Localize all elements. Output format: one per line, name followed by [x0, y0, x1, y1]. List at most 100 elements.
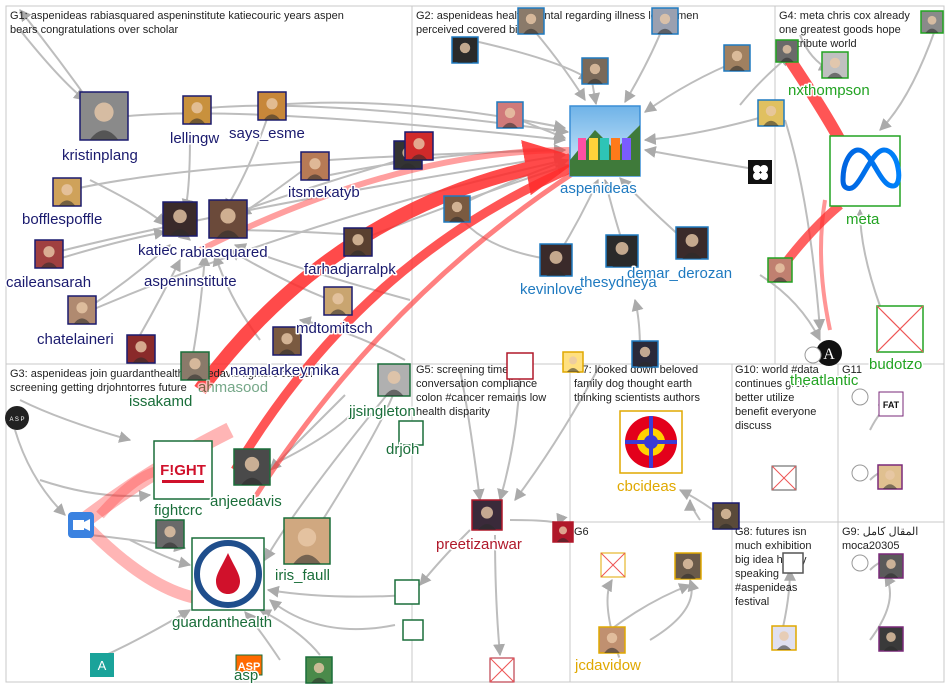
avatar-icon[interactable]	[451, 36, 479, 64]
avatar-icon[interactable]	[920, 10, 944, 34]
avatar-icon[interactable]	[162, 201, 198, 237]
avatar-icon[interactable]	[34, 239, 64, 269]
avatar-icon[interactable]	[233, 448, 271, 486]
node-label-lellingw[interactable]: lellingw	[169, 129, 221, 149]
avatar-icon[interactable]	[272, 326, 302, 356]
avatar-icon[interactable]	[257, 91, 287, 121]
avatar-icon[interactable]	[126, 334, 156, 364]
avatar-icon[interactable]	[394, 579, 420, 605]
node-label-asp[interactable]: asp	[233, 666, 260, 686]
avatar-icon[interactable]	[343, 227, 373, 257]
avatar-icon[interactable]	[723, 44, 751, 72]
avatar-icon[interactable]	[67, 295, 97, 325]
bubble-icon[interactable]	[851, 554, 869, 572]
a-tile-icon[interactable]: A	[90, 653, 114, 677]
avatar-icon[interactable]	[581, 57, 609, 85]
avatar-icon[interactable]	[517, 7, 545, 35]
node-label-farhadjarralpk[interactable]: farhadjarralpk	[303, 260, 398, 280]
broken-image-icon[interactable]	[771, 465, 797, 491]
node-label-namalarkeymika[interactable]: namalarkeymika	[229, 361, 342, 381]
node-label-kristinplang[interactable]: kristinplang	[61, 146, 140, 166]
drop-logo-icon[interactable]	[191, 537, 265, 611]
avatar-icon[interactable]	[562, 351, 584, 373]
node-label-thesydneya[interactable]: thesydneya	[579, 273, 659, 293]
avatar-icon[interactable]	[496, 101, 524, 129]
node-label-aspenideas[interactable]: aspenideas	[559, 179, 639, 199]
node-label-jcdavidow[interactable]: jcdavidow	[573, 656, 643, 676]
node-label-chatelaineri[interactable]: chatelaineri	[36, 330, 116, 350]
avatar-icon[interactable]	[180, 351, 210, 381]
node-label-jjsingleton[interactable]: jjsingleton	[347, 402, 418, 422]
broken-image-icon[interactable]	[600, 552, 626, 578]
asp-logo-icon[interactable]: ASP	[235, 654, 263, 676]
bubble-icon[interactable]	[851, 388, 869, 406]
avatar-icon[interactable]	[506, 352, 534, 380]
node-label-meta[interactable]: meta	[845, 210, 882, 230]
node-label-anjeedavis[interactable]: anjeedavis	[209, 492, 284, 512]
avatar-icon[interactable]	[771, 625, 797, 651]
fight-logo-icon[interactable]: F!GHT	[153, 440, 213, 500]
node-label-demar-derozan[interactable]: demar_derozan	[626, 264, 734, 284]
node-label-nxthompson[interactable]: nxthompson	[787, 81, 872, 101]
broken-image-icon[interactable]	[876, 305, 924, 353]
avatar-icon[interactable]	[651, 7, 679, 35]
avatar-icon[interactable]	[402, 619, 424, 641]
meta-logo-icon[interactable]	[829, 135, 902, 207]
avatar-icon[interactable]	[821, 51, 849, 79]
fat-logo-icon[interactable]: FAT	[878, 391, 904, 417]
avatar-icon[interactable]	[443, 195, 471, 223]
avatar-icon[interactable]	[377, 363, 411, 397]
avatar-icon[interactable]	[398, 420, 424, 446]
avatar-icon[interactable]	[52, 177, 82, 207]
flower-icon[interactable]	[748, 160, 772, 184]
node-label-ahmasood[interactable]: ahmasood	[197, 378, 270, 398]
aspen-logo-icon[interactable]: A S P	[5, 406, 29, 430]
avatar-icon[interactable]	[539, 243, 573, 277]
avatar-icon[interactable]	[300, 151, 330, 181]
avatar-icon[interactable]	[674, 552, 702, 580]
node-label-issakamd[interactable]: issakamd	[128, 392, 194, 412]
node-label-kevinlove[interactable]: kevinlove	[519, 280, 585, 300]
node-label-says-esme[interactable]: says_esme	[228, 124, 307, 144]
avatar-icon[interactable]	[757, 99, 785, 127]
node-label-theatlantic[interactable]: theatlantic	[789, 371, 861, 391]
node-label-guardanthealth[interactable]: guardanthealth	[171, 613, 274, 633]
avatar-icon[interactable]	[552, 521, 574, 543]
avatar-icon[interactable]	[305, 656, 333, 684]
node-label-drjoh[interactable]: drjoh	[385, 440, 421, 460]
avatar-icon[interactable]	[767, 257, 793, 283]
node-label-katiecouric[interactable]: katiec	[137, 241, 180, 261]
video-camera-icon[interactable]	[68, 512, 94, 538]
atlantic-logo-icon[interactable]: A	[816, 340, 842, 366]
avatar-icon[interactable]	[323, 286, 353, 316]
avatar-icon[interactable]	[598, 626, 626, 654]
avatar-icon[interactable]	[208, 199, 248, 239]
avatar-icon[interactable]	[782, 552, 804, 574]
node-label-rabiasquared[interactable]: rabiasquared	[179, 243, 270, 263]
avatar-icon[interactable]	[404, 131, 434, 161]
node-label-itsmekatyb[interactable]: itsmekatyb	[287, 183, 362, 203]
node-label-bofflespoffle[interactable]: bofflespoffle	[21, 210, 104, 230]
avatar-icon[interactable]	[878, 553, 904, 579]
avatar-icon[interactable]	[155, 519, 185, 549]
avatar-icon[interactable]	[605, 234, 639, 268]
avatar-icon[interactable]	[712, 502, 740, 530]
node-label-caileansarah[interactable]: caileansarah	[5, 273, 93, 293]
avatar-icon[interactable]	[877, 464, 903, 490]
avatar-icon[interactable]	[283, 517, 331, 565]
node-label-budotzo[interactable]: budotzo	[868, 355, 924, 375]
broken-image-icon[interactable]	[489, 657, 515, 683]
node-label-iris-faull[interactable]: iris_faull	[274, 566, 332, 586]
cbc-logo-icon[interactable]	[619, 410, 683, 474]
avatar-icon[interactable]	[675, 226, 709, 260]
avatar-icon[interactable]	[182, 95, 212, 125]
avatar-icon[interactable]	[471, 499, 503, 531]
node-label-mdtomitsch[interactable]: mdtomitsch	[295, 319, 375, 339]
avatar-icon[interactable]	[775, 39, 799, 63]
aspenideas-logo-icon[interactable]	[569, 105, 641, 177]
node-label-cbcideas[interactable]: cbcideas	[616, 477, 678, 497]
avatar-icon[interactable]	[878, 626, 904, 652]
avatar-icon[interactable]	[631, 340, 659, 368]
bubble-icon[interactable]	[851, 464, 869, 482]
avatar-icon[interactable]	[79, 91, 129, 141]
